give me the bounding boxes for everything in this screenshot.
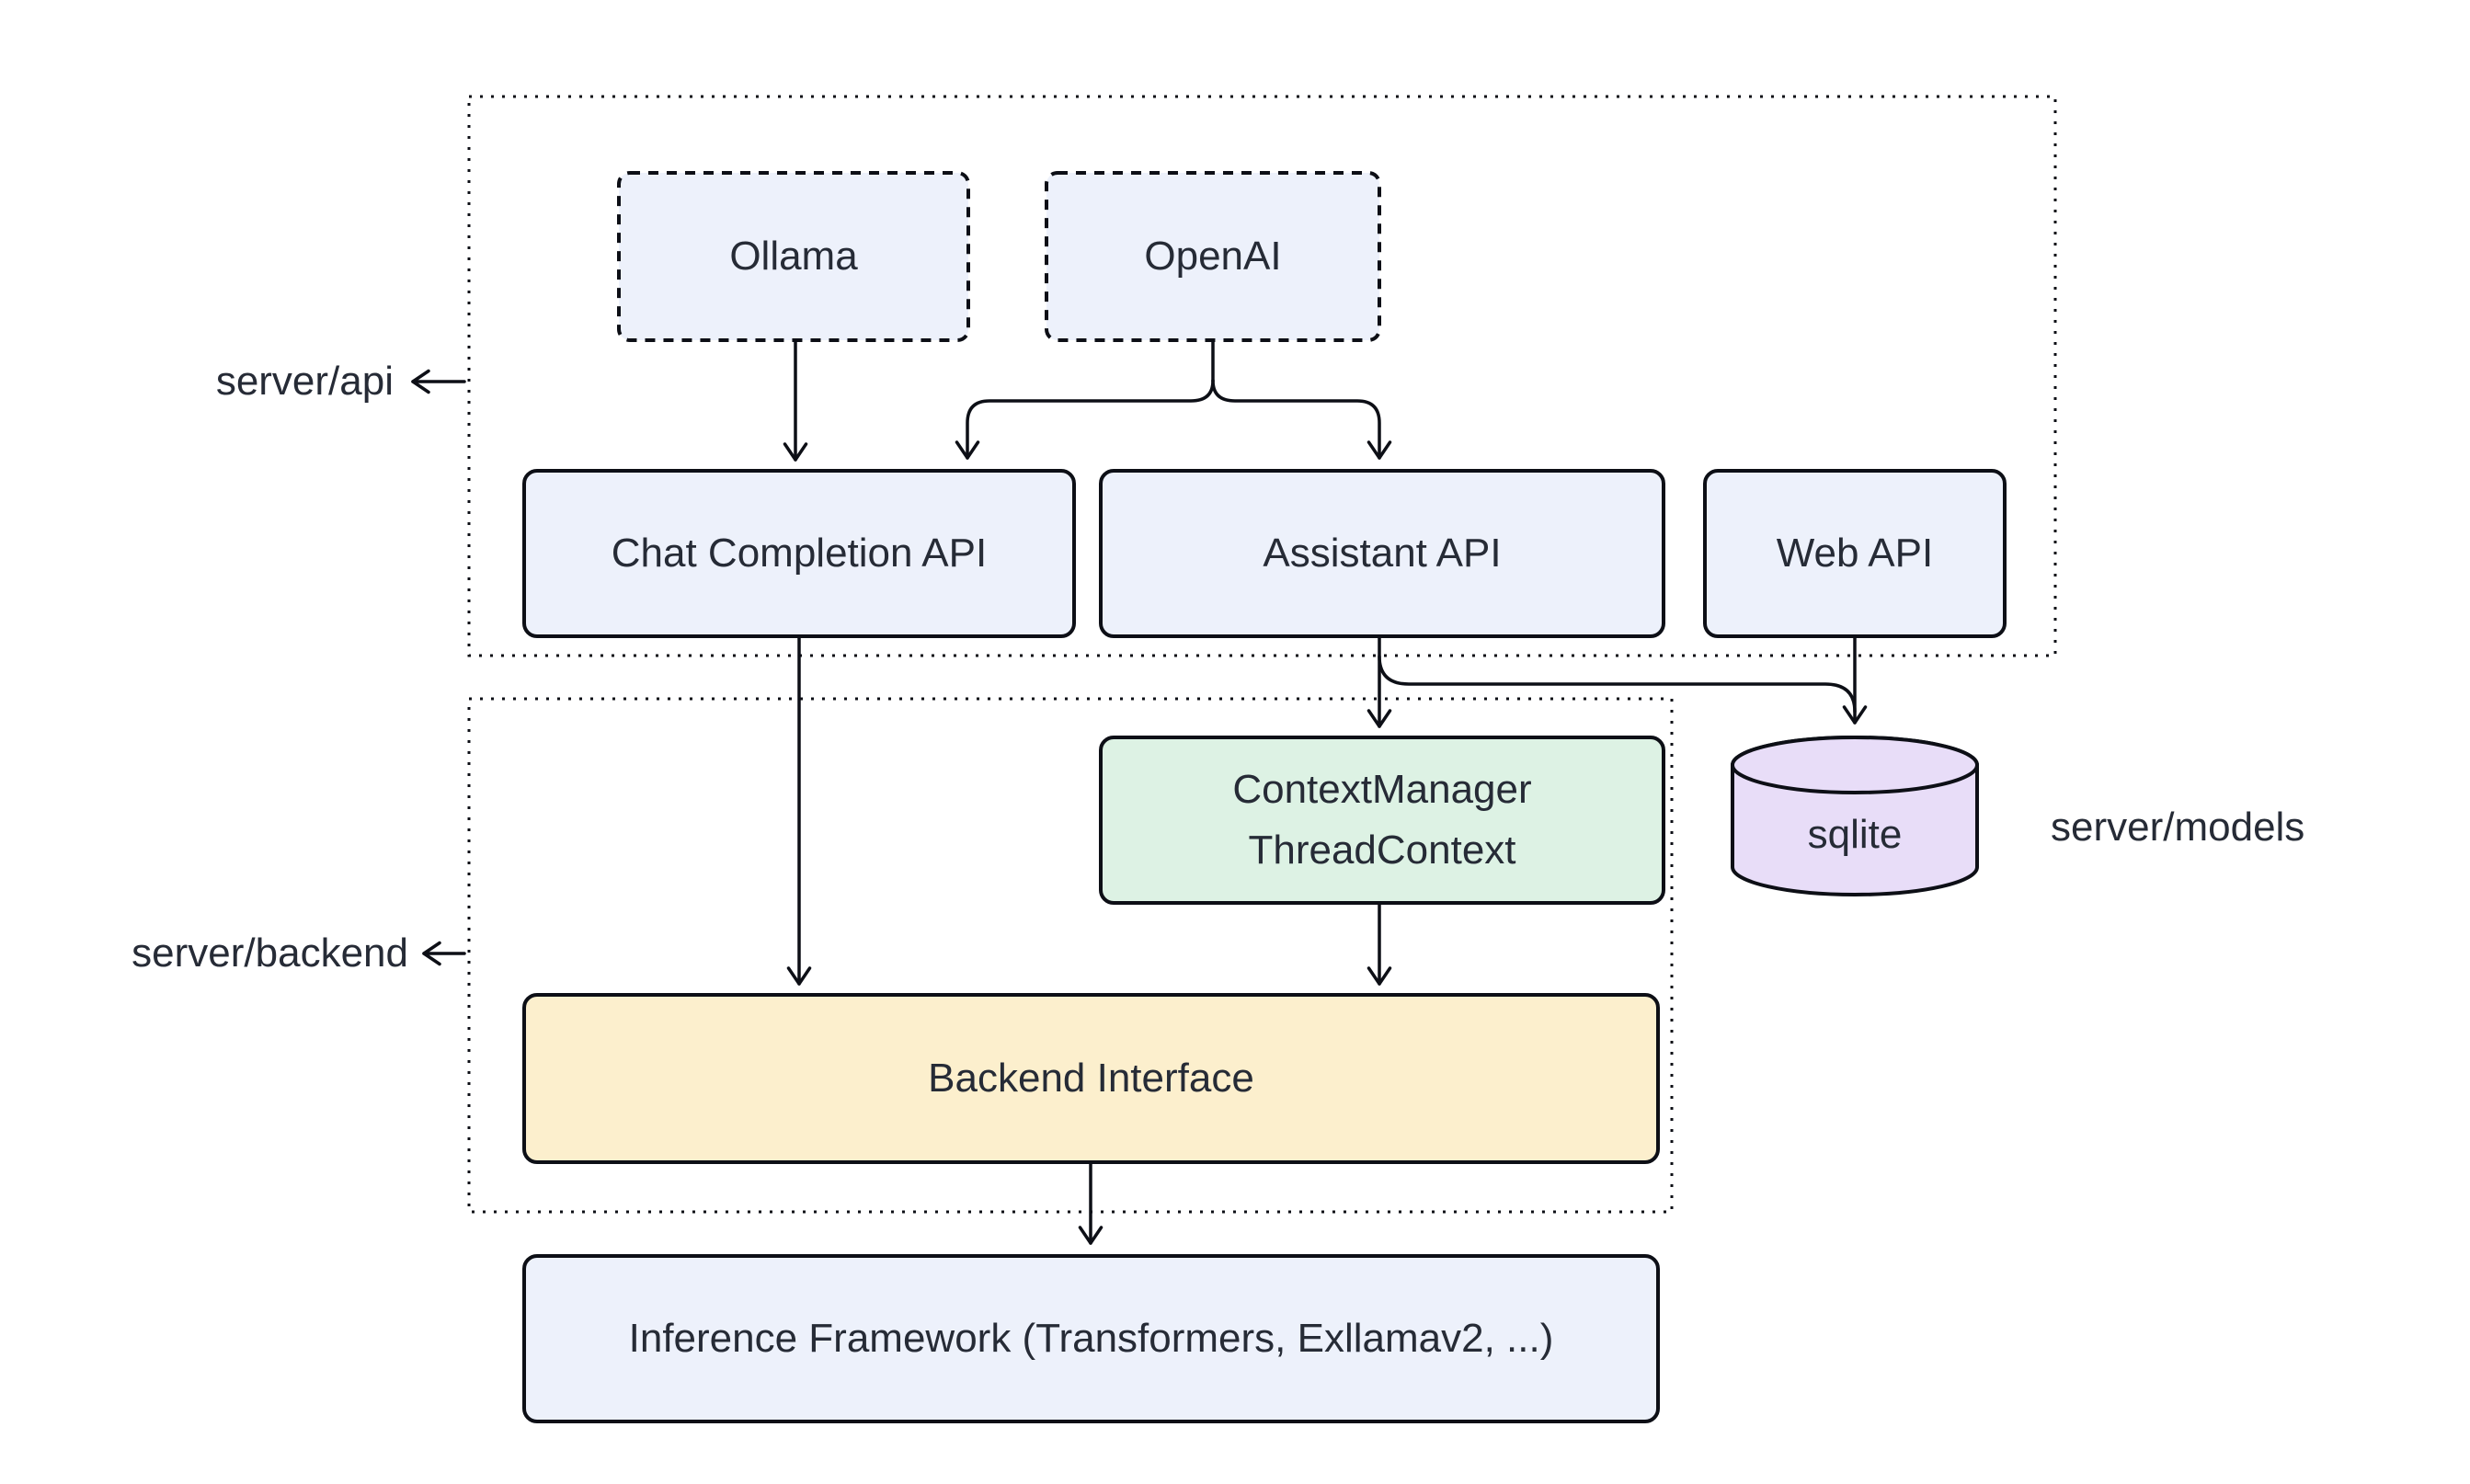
node-ollama-box bbox=[617, 171, 970, 342]
node-assistant-api-box bbox=[1099, 469, 1665, 638]
node-sqlite-cylinder bbox=[1731, 736, 1979, 896]
node-openai-box bbox=[1045, 171, 1381, 342]
group-server-backend-border bbox=[467, 697, 1674, 1214]
arrow-openai-to-assistant bbox=[1211, 379, 1392, 460]
node-inference-framework-box bbox=[522, 1254, 1660, 1423]
group-server-api-border bbox=[467, 95, 2057, 657]
node-chat-completion-api-box bbox=[522, 469, 1076, 638]
node-context-manager-box bbox=[1099, 736, 1665, 905]
node-backend-interface-box bbox=[522, 993, 1660, 1164]
node-web-api-box bbox=[1703, 469, 2007, 638]
arrow-openai-to-chat-completion bbox=[955, 379, 1215, 460]
sqlite-cylinder-top bbox=[1731, 736, 1979, 794]
arrow-assistant-branch-to-sqlite bbox=[1378, 655, 1857, 713]
